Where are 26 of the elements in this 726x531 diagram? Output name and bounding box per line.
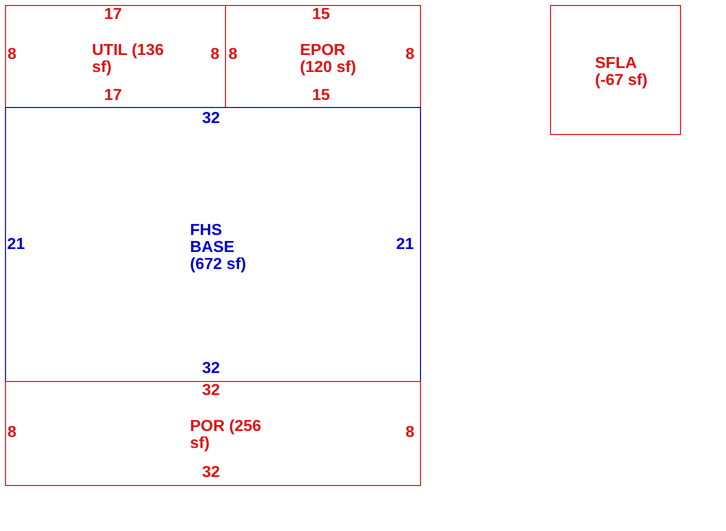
room-area [5,381,421,486]
dimension-label: 8 [8,425,16,441]
dimension-label: 21 [7,237,25,253]
dimension-label: 32 [202,383,220,399]
room-label: EPOR (120 sf) [300,42,358,76]
dimension-label: 32 [202,111,220,127]
dimension-label: 32 [202,361,220,377]
room-label: POR (256 sf) [190,418,262,452]
room-area [5,5,226,108]
dimension-label: 15 [312,7,330,23]
dimension-label: 8 [228,47,238,63]
dimension-label: 8 [8,47,16,63]
room-area [5,107,421,382]
dimension-label: 15 [312,88,330,104]
room-label: SFLA (-67 sf) [595,55,648,89]
dimension-label: 17 [104,88,122,104]
dimension-label: 8 [210,47,220,63]
dimension-label: 17 [104,7,122,23]
dimension-label: 32 [202,465,220,481]
dimension-label: 8 [406,425,414,441]
room-area [225,5,421,108]
dimension-label: 8 [406,47,414,63]
room-area [550,5,681,135]
room-label: UTIL (136 sf) [92,42,164,76]
dimension-label: 21 [396,237,414,253]
room-label: FHS BASE (672 sf) [190,222,248,273]
